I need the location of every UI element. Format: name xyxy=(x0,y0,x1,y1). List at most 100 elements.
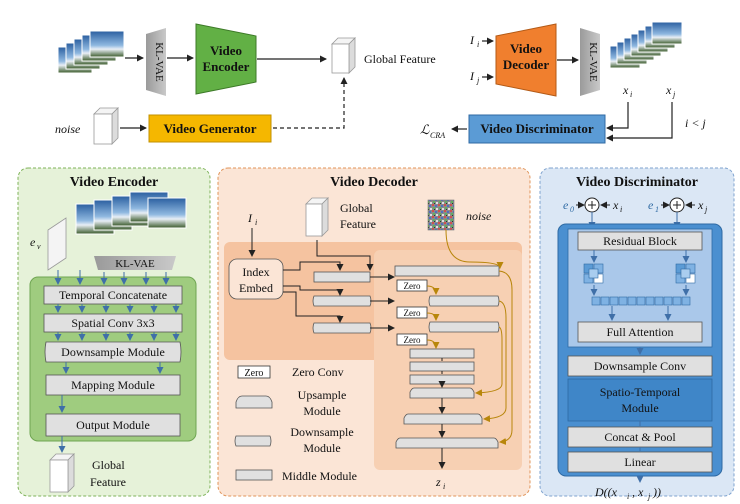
svg-text:I: I xyxy=(469,33,475,47)
svg-text:, x: , x xyxy=(632,485,644,499)
svg-text:Spatial Conv 3x3: Spatial Conv 3x3 xyxy=(71,316,154,330)
svg-text:Zero: Zero xyxy=(245,368,264,379)
full-attention-box xyxy=(577,321,703,343)
svg-text:i: i xyxy=(620,205,622,214)
attention-tile-left xyxy=(583,263,604,284)
video-encoder-panel: Video Encoder e v KL-VAE Temporal Concat… xyxy=(17,167,211,497)
svg-text:z: z xyxy=(435,475,441,489)
svg-text:Zero: Zero xyxy=(404,335,421,345)
video-discriminator-label-top: Video Discriminator xyxy=(480,121,593,136)
spatio-temporal-module-box xyxy=(567,378,713,422)
noise-cube-top xyxy=(93,107,119,145)
residual-block-box xyxy=(577,231,703,251)
svg-text:Residual Block: Residual Block xyxy=(603,234,677,248)
kl-vae-right-label: KL-VAE xyxy=(587,42,599,82)
zero-conv-boxes: Zero Zero Zero xyxy=(396,279,428,346)
svg-text:Temporal Concatenate: Temporal Concatenate xyxy=(59,288,167,302)
global-feature-cube-encoder xyxy=(49,453,75,493)
discriminator-output-label: D((x xyxy=(594,485,618,499)
svg-text:Module: Module xyxy=(303,441,340,455)
svg-text:Zero Conv: Zero Conv xyxy=(292,365,344,379)
svg-text:Full Attention: Full Attention xyxy=(606,325,673,339)
svg-text:Mapping Module: Mapping Module xyxy=(71,378,155,392)
downsample-conv-box xyxy=(567,355,713,377)
decoder-inputs: I i I j xyxy=(469,33,494,85)
svg-text:i: i xyxy=(443,482,445,491)
global-feature-cube-top xyxy=(331,37,356,74)
video-decoder-label-2: Decoder xyxy=(503,57,549,72)
svg-text:Module: Module xyxy=(621,401,658,415)
svg-text:Zero: Zero xyxy=(404,308,421,318)
svg-text:v: v xyxy=(37,242,41,251)
global-feature-label-top: Global Feature xyxy=(364,52,436,66)
video-generator-block: Video Generator xyxy=(148,114,272,143)
svg-text:noise: noise xyxy=(466,209,492,223)
svg-text:1: 1 xyxy=(655,205,659,214)
video-decoder-label-1: Video xyxy=(510,41,542,56)
svg-text:Feature: Feature xyxy=(90,475,126,489)
loss-label: ℒ xyxy=(420,122,430,137)
svg-text:Downsample: Downsample xyxy=(290,425,353,439)
svg-text:I: I xyxy=(469,69,475,83)
svg-text:Zero: Zero xyxy=(404,281,421,291)
svg-text:i: i xyxy=(477,40,479,49)
video-decoder-block: Video Decoder xyxy=(495,23,557,97)
svg-text:Module: Module xyxy=(303,404,340,418)
svg-text:)): )) xyxy=(652,485,661,499)
video-encoder-block: Video Encoder xyxy=(195,23,257,95)
svg-text:Downsample Conv: Downsample Conv xyxy=(594,359,686,373)
decoder-panel-title: Video Decoder xyxy=(330,175,418,190)
svg-text:j: j xyxy=(672,90,676,99)
encoder-panel-title: Video Encoder xyxy=(70,175,159,190)
token-row xyxy=(591,296,691,306)
video-decoder-panel: Video Decoder I i Global Feature noise I… xyxy=(217,167,531,497)
output-frames-stack xyxy=(609,21,683,69)
video-encoder-label-1: Video xyxy=(210,43,242,58)
mapping-module-box xyxy=(45,374,181,396)
kl-vae-left-label: KL-VAE xyxy=(153,42,165,82)
svg-text:Upsample: Upsample xyxy=(298,388,347,402)
discriminator-panel-title: Video Discriminator xyxy=(576,175,698,190)
svg-text:i: i xyxy=(627,492,629,501)
downsample-module-box xyxy=(44,341,182,363)
decoder-legend: Zero Zero Conv Upsample Module Downsampl… xyxy=(234,365,357,483)
global-feature-cube-decoder xyxy=(305,197,329,237)
svg-text:j: j xyxy=(476,76,480,85)
svg-text:Feature: Feature xyxy=(340,217,376,231)
svg-text:j: j xyxy=(704,205,708,214)
output-module-box xyxy=(45,413,181,437)
svg-text:Spatio-Temporal: Spatio-Temporal xyxy=(600,385,681,399)
svg-text:Embed: Embed xyxy=(239,281,273,295)
temporal-concatenate-box xyxy=(43,285,183,305)
attention-tile-right xyxy=(675,263,696,284)
index-embed-box xyxy=(228,258,284,300)
linear-box xyxy=(567,451,713,473)
svg-text:i: i xyxy=(630,90,632,99)
svg-text:e: e xyxy=(648,198,654,212)
svg-text:e: e xyxy=(30,235,36,249)
x-j-label-top: x xyxy=(665,83,672,97)
noise-tile xyxy=(427,199,455,231)
svg-text:x: x xyxy=(612,198,619,212)
svg-text:CRA: CRA xyxy=(430,131,445,140)
svg-text:Concat & Pool: Concat & Pool xyxy=(604,430,676,444)
svg-text:KL-VAE: KL-VAE xyxy=(115,258,155,270)
video-encoder-label-2: Encoder xyxy=(203,59,250,74)
svg-text:I: I xyxy=(247,211,253,225)
video-discriminator-panel: Video Discriminator e 0 x i e 1 x j Resi… xyxy=(539,167,735,501)
svg-text:j: j xyxy=(647,492,651,501)
noise-label-top: noise xyxy=(55,122,81,136)
kl-vae-right-block: KL-VAE xyxy=(580,28,600,96)
encoder-kl-vae: KL-VAE xyxy=(94,256,176,270)
video-generator-label: Video Generator xyxy=(163,121,256,136)
video-discriminator-block-top: Video Discriminator xyxy=(468,114,606,144)
spatial-conv-box xyxy=(43,313,183,333)
kl-vae-left-block: KL-VAE xyxy=(146,28,166,96)
svg-text:Linear: Linear xyxy=(624,455,655,469)
x-i-label-top: x xyxy=(622,83,629,97)
svg-text:x: x xyxy=(697,198,704,212)
svg-text:Downsample Module: Downsample Module xyxy=(61,345,165,359)
top-frames-stack xyxy=(57,30,125,74)
